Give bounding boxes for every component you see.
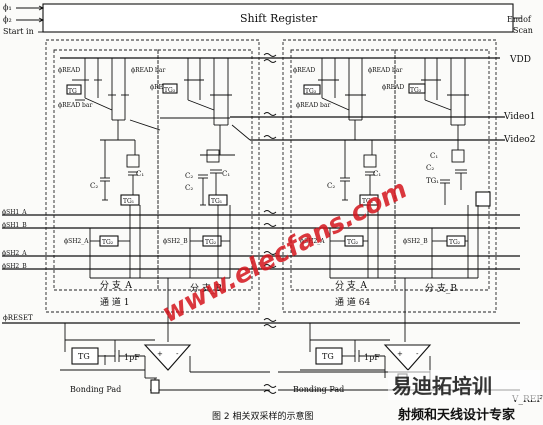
ch1-tg2-a-label: TG₂ [102,239,114,246]
opamp-left [143,344,192,371]
ch1-c1-a: C₁ [136,170,144,178]
ch1-tg1-b-label: TG₁ [211,198,222,205]
ch64-b-mid [440,149,467,205]
ch1-phi-read-bar-a: ϕREAD bar [58,102,92,109]
vdd-label: VDD [509,55,531,65]
ch64-label: 通 道 64 [335,296,370,308]
output-tg-right-label: TG [322,352,334,361]
ch64-c1-b: C₁ [430,152,438,160]
sh2a-label: ϕSH2_A [2,250,27,257]
sh1b-label: ϕSH1_B [2,222,27,229]
ch64-branch-a-box [290,49,396,291]
ch1-branch-a-label: 分 支_A [100,279,132,291]
phi2-label: ϕ₂ [3,15,12,24]
output-tg-left [71,347,99,365]
video2-label: Video2 [503,135,535,145]
ch64-tg1-a-label: TG₁ [362,198,373,205]
ch1-sh2a-label: ϕSH2_A [64,238,89,245]
opamp-right-minus: - [416,350,419,358]
bonding-pad-left: Bonding Pad [70,385,121,394]
ch64-sh2a-label: ϕSH2_A [300,238,325,245]
opamp-left-minus: - [176,350,179,358]
ch64-tg2-a-label: TG₂ [347,239,359,246]
video1-label: Video1 [503,112,535,122]
ch1-label: 通 道 1 [100,296,129,308]
ch64-phi-read-bar-b: ϕREAD bar [368,67,402,74]
figure-caption: 图 2 相关双采样的示意图 [212,410,313,422]
ch64-branch-b-box [394,49,490,291]
ch1-tg-b-top-label: TG₃ [164,87,176,94]
ch64-branch-a-label: 分 支_A [335,279,367,291]
ch64-tg-a [303,84,321,95]
ch64-branch-b-label: 分 支_B [425,282,457,294]
ch64-phi-read-a: ϕREAD [293,67,315,74]
ch64-a-transistors [318,58,366,140]
ch64-tg2-b-label: TG₂ [449,239,461,246]
ch1-phi-read-a: ϕREAD [58,67,80,74]
ch1-phi-read-b: ϕREAD [150,84,172,91]
opamp-right [383,344,432,371]
start-in-label: Start in [3,27,34,36]
ch64-c1-a: C₁ [373,170,381,178]
cap-1pf-left: 1pF [124,353,140,362]
reset-label: ϕRESET [3,314,33,322]
ch1-b-transistors [184,58,255,145]
logo-backdrop [388,370,540,400]
ch64-a-mid [340,139,377,201]
ch64-tg-a-label: TG₃ [305,88,317,95]
shift-register-label: Shift Register [240,12,318,25]
ch1-tg1-a-label: TG₁ [123,198,134,205]
logo-brand: 易迪拓培训 [392,374,492,398]
ch1-branch-b-label: 分 支_B [190,282,222,294]
channel-1-box [45,39,260,313]
ch64-tg-b-top-label: TG₃ [410,87,422,94]
output-tg-right [315,347,343,365]
sh1a-label: ϕSH1_A [2,209,27,216]
ch1-branch-b-box [157,49,253,291]
ch1-a-mid [100,139,140,201]
bonding-pad-right: Bonding Pad [293,385,344,394]
ch1-c2-a: C₂ [90,182,98,190]
opamp-left-plus: + [157,350,163,358]
ch1-tg-b-top [162,83,178,94]
ch64-tg1-b-box [475,191,491,207]
opamp-right-plus: + [397,350,403,358]
channel-64-box [282,39,497,313]
ch64-phi-read-bar-a: ϕREAD bar [296,102,330,109]
watermark: www.elecfans.com [157,174,412,329]
sh2b-label: ϕSH2_B [2,263,27,270]
logo-subtitle: 射频和天线设计专家 [397,407,516,423]
ch1-b-mid [198,145,235,206]
cap-1pf-right: 1pF [364,353,380,362]
ch64-tg1-b-text: TG₁ [426,177,439,185]
ch64-phi-read-b: ϕREAD [382,84,404,91]
ch1-c2-b2: C₂ [185,184,193,192]
ch1-tg-a [66,84,82,95]
ch64-tg-b-top [408,83,426,94]
bonding-pad-left-box [150,379,160,394]
ch64-c2-a: C₂ [327,182,335,190]
end-scan-line2: Scan [513,26,533,35]
ch64-b-transistors [421,58,469,150]
ch1-sh2b-label: ϕSH2_B [163,238,188,245]
ch1-c2-b: C₂ [185,172,193,180]
ch64-c2-b: C₂ [426,164,434,172]
phi1-label: ϕ₁ [3,3,12,12]
ch1-phi-read-bar-b: ϕREAD bar [131,67,165,74]
ch1-c1-b: C₁ [222,170,230,178]
ch64-sh2b-label: ϕSH2_B [403,238,428,245]
ch1-tg2-b-label: TG₂ [205,239,217,246]
ch1-a-transistors [72,58,230,140]
shift-register-block [42,3,514,33]
output-tg-left-label: TG [78,352,90,361]
ch1-tg-a-label: TG [68,88,77,95]
ch64-tg1-a [359,194,379,206]
ch1-branch-a-box [53,49,159,291]
output-stage-left [60,323,270,391]
end-scan-line1: Endof [507,15,532,24]
